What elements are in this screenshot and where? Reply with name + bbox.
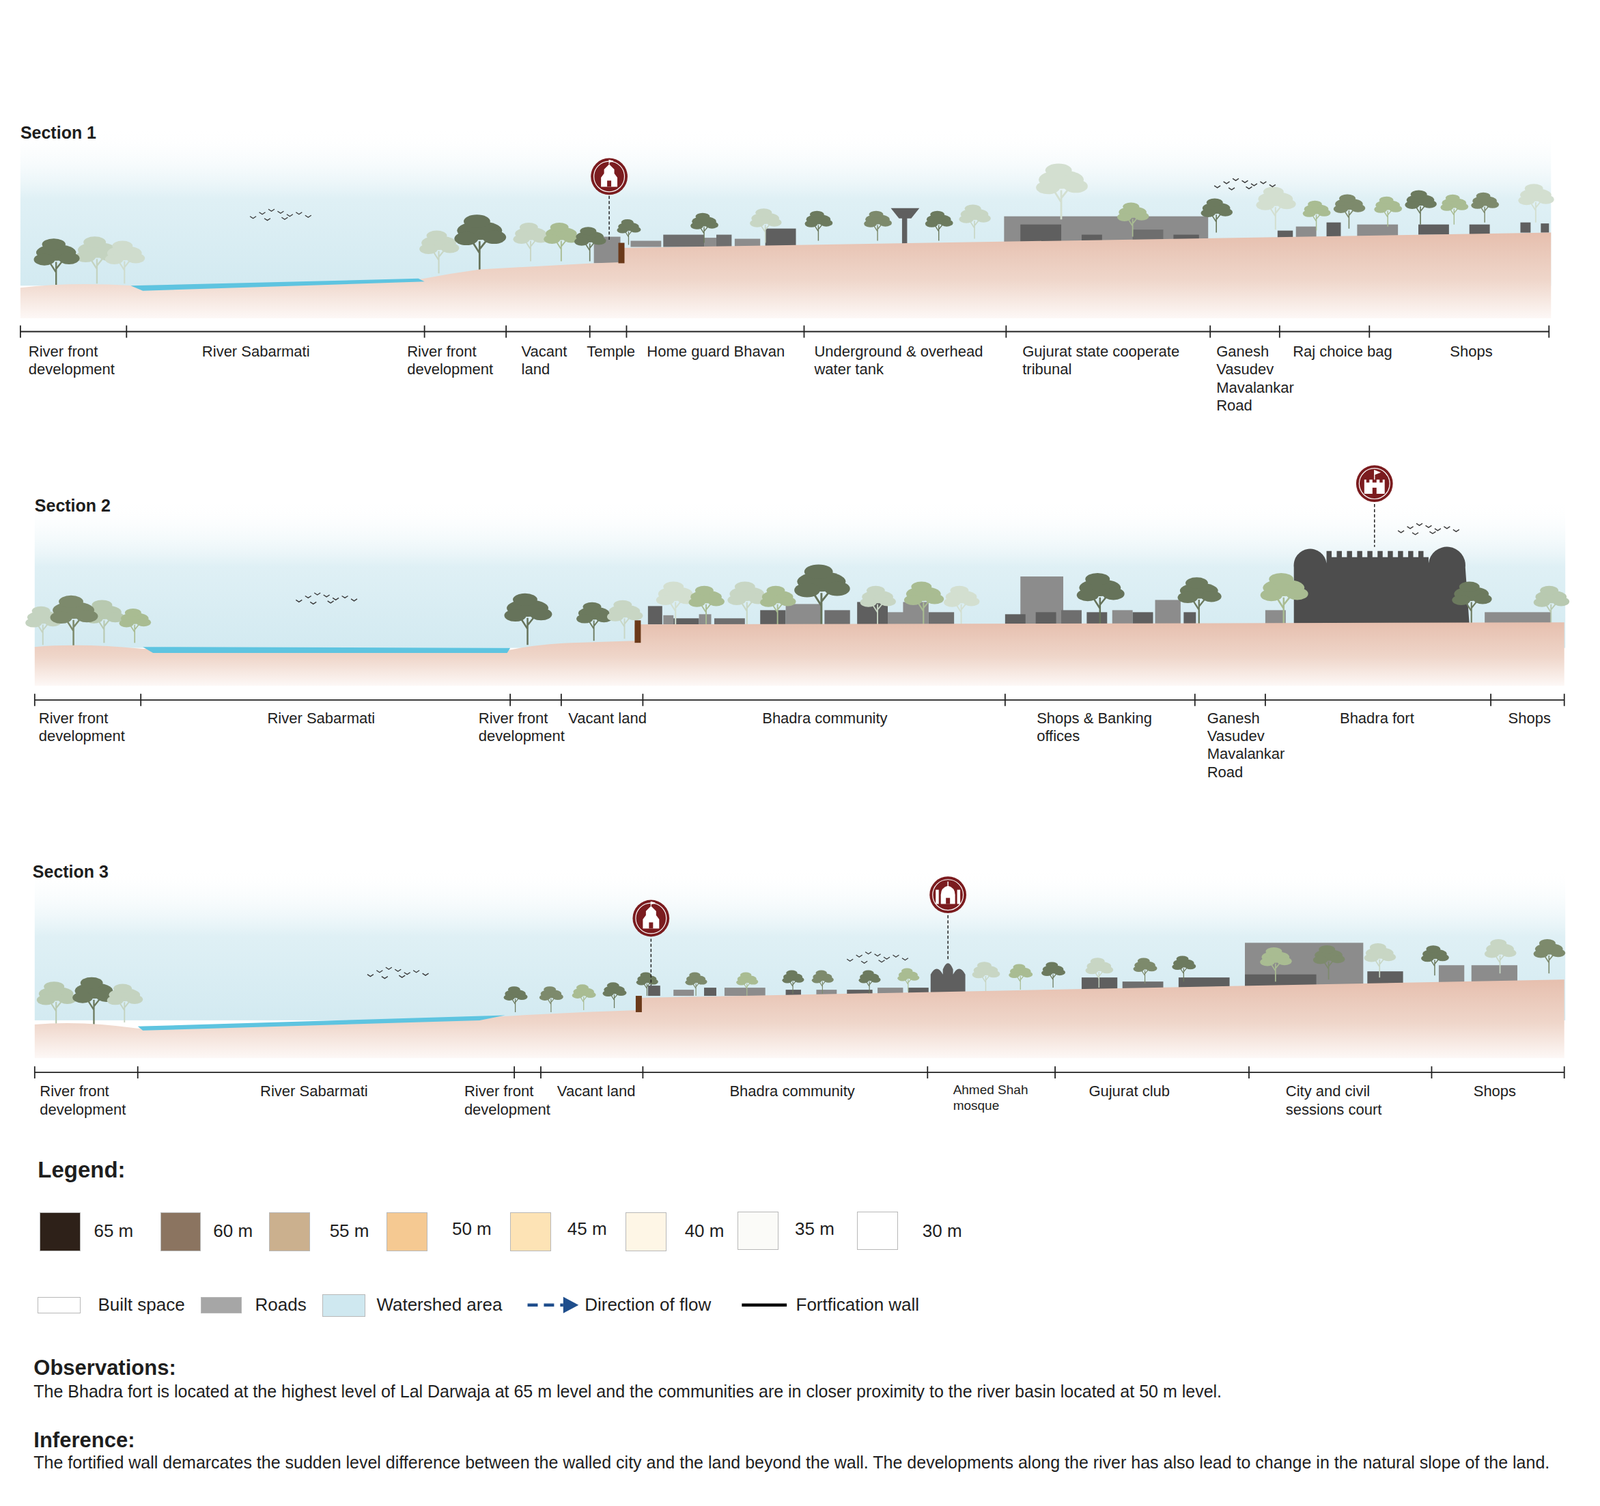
section-label: The fortified wall demarcates the sudden… — [33, 1451, 1564, 1473]
legend-text: 35 m — [794, 1218, 835, 1240]
legend-swatch — [322, 1294, 366, 1317]
section-label: Ahmed Shah mosque — [953, 1082, 1066, 1114]
section-label: Ganesh Vasudev Mavalankar Road — [1207, 709, 1282, 782]
section-label: Vacant land — [568, 709, 647, 728]
heading-text: Inference: — [33, 1427, 135, 1453]
legend-swatch — [625, 1212, 667, 1252]
section-label: Bhadra fort — [1339, 709, 1415, 728]
legend-text: 50 m — [452, 1218, 492, 1240]
section-label: Shops & Banking offices — [1036, 709, 1180, 746]
section-label: River front development — [28, 342, 141, 380]
legend-text: Watershed area — [376, 1294, 502, 1316]
section-label: Bhadra community — [762, 709, 888, 728]
section-label: Shops — [1449, 342, 1493, 361]
section-label: Home guard Bhavan — [646, 342, 785, 361]
legend-swatch — [37, 1296, 81, 1314]
legend-text: 45 m — [567, 1218, 608, 1240]
section-label: Gujurat club — [1088, 1082, 1170, 1101]
section-label: The Bhadra fort is located at the highes… — [33, 1380, 1564, 1402]
legend-text: 30 m — [922, 1220, 963, 1242]
section-label: River Sabarmati — [202, 342, 311, 361]
legend-swatch — [510, 1212, 552, 1252]
legend-swatch — [269, 1212, 311, 1252]
section-label: River front development — [406, 342, 519, 380]
legend-swatch — [857, 1211, 898, 1251]
legend-swatch — [160, 1212, 202, 1252]
heading-text: Observations: — [33, 1354, 176, 1381]
section-label: Vacant land — [521, 342, 584, 380]
heading-text: Section 2 — [34, 495, 111, 516]
legend-swatch — [386, 1212, 428, 1252]
section-label: River Sabarmati — [260, 1082, 369, 1101]
heading-text: Section 3 — [32, 861, 109, 882]
legend-swatch — [737, 1211, 779, 1251]
legend-text: Roads — [255, 1294, 307, 1316]
section-label: Shops — [1473, 1082, 1517, 1101]
section-label: Shops — [1508, 709, 1551, 728]
heading-text: Section 1 — [20, 122, 97, 143]
legend-text: Direction of flow — [584, 1294, 711, 1316]
legend-text: Built space — [97, 1294, 185, 1316]
section-1-illustration — [20, 127, 1555, 339]
section-label: River Sabarmati — [267, 709, 375, 728]
section-label: City and civil sessions court — [1285, 1082, 1414, 1119]
section-3-illustration — [34, 867, 1566, 1079]
section-label: Temple — [586, 342, 636, 361]
section-label: River front development — [39, 1082, 152, 1119]
section-label: River front development — [478, 709, 581, 746]
section-label: Raj choice bag — [1292, 342, 1393, 361]
section-label: Bhadra community — [729, 1082, 855, 1101]
section-label: River front development — [38, 709, 151, 746]
legend-text: 60 m — [213, 1220, 253, 1242]
legend-text: 65 m — [93, 1220, 134, 1242]
section-label: River front development — [464, 1082, 556, 1119]
section-label: Gujurat state cooperate tribunal — [1022, 342, 1211, 380]
legend-text: 40 m — [684, 1220, 725, 1242]
section-label: Vacant land — [557, 1082, 636, 1101]
section-label: Underground & overhead water tank — [813, 342, 1008, 380]
legend-text: Fortfication wall — [796, 1294, 920, 1316]
heading-text: Legend: — [37, 1156, 125, 1184]
section-label: Ganesh Vasudev Mavalankar Road — [1216, 342, 1290, 416]
section-2-illustration — [25, 465, 1570, 707]
legend-swatch — [39, 1212, 81, 1252]
legend-swatch — [200, 1296, 242, 1314]
legend-text: 55 m — [329, 1220, 370, 1242]
